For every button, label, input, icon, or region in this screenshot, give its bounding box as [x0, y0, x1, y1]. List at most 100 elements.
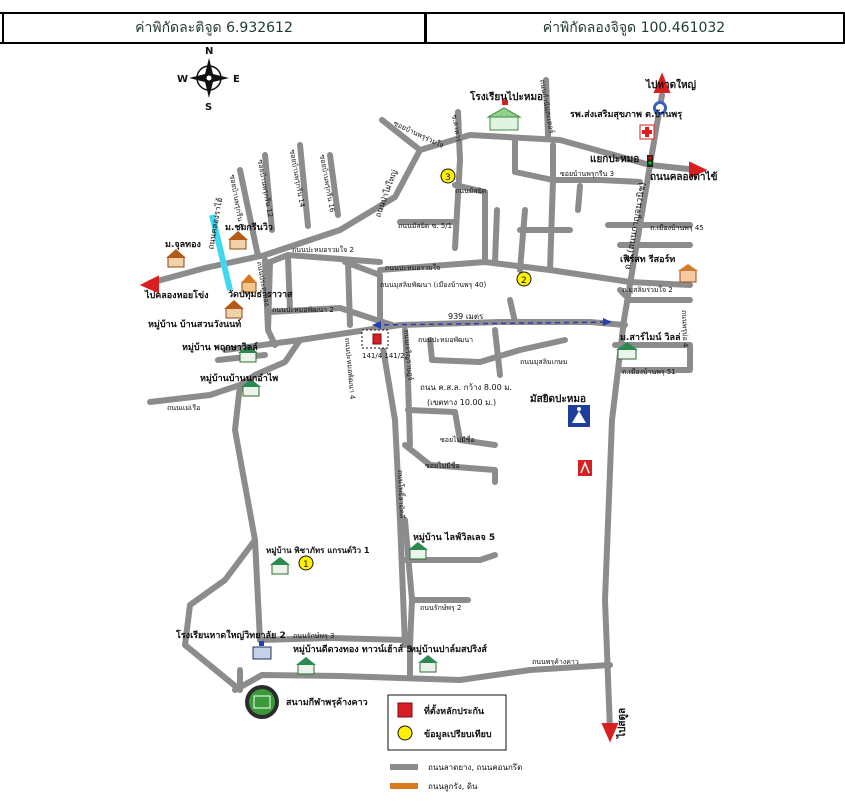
comparison-marker-1: 1: [298, 555, 314, 571]
poi-chomkrin: ม.ชมกรีนวิว: [225, 222, 273, 233]
site-marker-group[interactable]: 141/4 141/2: [361, 329, 405, 360]
poi-masjid-pramo: มัสยิดปะหมอ: [530, 393, 586, 405]
poi-ban-nuk: หมู่บ้านบ้านนกอำไพ: [200, 372, 278, 384]
poi-school-pramo: โรงเรียนไปะหมอ: [469, 90, 543, 103]
compass-south-label: S: [205, 102, 212, 113]
road-network: [147, 77, 701, 733]
highway-4-road: [602, 92, 665, 733]
legend-laterite-label: ถนนลูกรัง, ดิน: [428, 782, 478, 792]
label-mueang-45: ถ.เมืองบ้านพรุ 45: [650, 224, 704, 232]
poi-phruksa: หมู่บ้าน พฤกษาวิลล์: [182, 341, 258, 353]
comparison-marker-2: 2: [516, 271, 532, 287]
road-lahan: [452, 109, 463, 251]
road-soi-east-vertical-3: [492, 207, 500, 265]
distance-label: 939 เมตร: [448, 312, 484, 321]
distance-line: 939 เมตร: [372, 312, 612, 329]
legend-paved-label: ถนนลาดยาง, ถนนคอนกรีต: [428, 763, 522, 772]
label-ruamjai: ถนนปะหมอรวมใจ: [385, 263, 440, 272]
svg-text:3: 3: [445, 173, 451, 183]
poi-sarbmani: ม.สาร์ไมน์ วิลล่: [620, 331, 681, 343]
label-khlong-rai: ถนนคลองราไฮ้: [206, 197, 224, 250]
latitude-value: ค่าพิกัดละติจูด 6.932612: [2, 14, 427, 42]
road-pra-mo-phatthana: [427, 337, 568, 365]
school-icon: [486, 100, 522, 131]
poi-duangthong: หมู่บ้านดีดวงทอง ทาวน์เฮ้าส์ 5: [293, 643, 413, 655]
poi-wat-pathum: วัดปทุมธาราวาส: [228, 289, 293, 300]
poi-chuthong: ม.จุลทอง: [165, 240, 201, 250]
road-kamnan: [543, 77, 551, 138]
label-to-hatyai: ไปหาดใหญ่: [645, 78, 697, 91]
poi-pichit-grand: หมู่บ้าน พิชาภัทร แกรนด์วิว 1: [266, 545, 370, 556]
legend: ที่ตั้งหลักประกัน ข้อมูลเปรียบเทียบ ถนนล…: [387, 694, 522, 792]
house-icon-chomkrin: [228, 231, 248, 250]
house-icon-chuthong: [166, 249, 186, 268]
svg-text:2: 2: [521, 276, 527, 286]
road-soi-east-vertical-1: [517, 207, 528, 273]
compass-east-label: E: [233, 74, 240, 85]
label-phru-mo-4: ถนนพรุบ่อ 4: [680, 310, 689, 348]
house-icon-ban-nuk: [241, 379, 261, 397]
road-southwest-to-stadium: [232, 662, 613, 693]
road-masjid-vertical: [547, 142, 556, 273]
road-khlong-link: [507, 297, 518, 325]
poi-layer: โรงเรียนไปะหมอ รพ.ส่งเสริมสุขภาพ ต.บ้านพ…: [148, 90, 698, 719]
stadium-icon: [245, 685, 279, 719]
road-vertical-right-inner: [492, 327, 503, 378]
comparison-markers[interactable]: 1 2 3: [298, 168, 532, 571]
house-icon-duangthong: [296, 657, 316, 675]
road-soi-12: [262, 152, 275, 233]
traffic-light-icon: [647, 155, 653, 167]
label-kamnan: ถนนกำนันสะเตอร์: [538, 79, 555, 134]
site-plot-numbers: 141/4 141/2: [362, 352, 405, 360]
poi-palm-spring: หมู่บ้านปาล์มสปริงส์: [410, 643, 487, 655]
road-rak-phru-3: [257, 635, 408, 643]
label-phru-kang-khao: ถนนพรุค้างคาว: [532, 658, 579, 666]
label-ruamjai-2: ถนนปะหมอรวมใจ 2: [292, 245, 354, 254]
compass-west-label: W: [177, 74, 188, 85]
temple-icon: [241, 274, 257, 293]
label-khlong-tai: ถนนคลองตาไข้: [650, 170, 718, 183]
resort-icon: [678, 264, 698, 283]
poi-first-resort: เฟิร์สท รีสอร์ท: [620, 253, 675, 265]
label-phatthana: ถนนปะหมอพัฒนา: [418, 336, 473, 344]
label-masjid-5-1: ถนนมัสยิด ซ. 5/1: [398, 222, 452, 230]
mosque-icon: [568, 405, 590, 427]
road-vertical-center-2: [345, 259, 353, 328]
label-mueang-51: ถ.เมืองบ้านพรุ 51: [622, 368, 676, 376]
road-soi-6: [237, 167, 261, 259]
comparison-marker-3: 3: [440, 168, 456, 184]
house-icon-pichit: [270, 557, 290, 575]
road-arrows: [139, 72, 708, 743]
arrow-to-hatyai: [653, 72, 671, 93]
government-seal-icon: [653, 101, 667, 115]
house-icon-ban-suan: [224, 300, 244, 319]
road-vertical-center-3: [377, 277, 408, 648]
legend-site-swatch: [397, 702, 413, 718]
house-icon-phruksa: [238, 345, 258, 363]
legend-comparison-swatch: [397, 725, 413, 741]
poi-ban-suan: หมู่บ้าน บ้านสวนวังนนท์: [148, 318, 241, 330]
label-phatthana-4: ถนนปะหมอพัฒนา 4: [343, 337, 356, 400]
compass-north-label: N: [205, 46, 213, 57]
label-soi-12: ซอยบ้านพรุกรีน 12: [256, 159, 274, 218]
label-muslim-kasem: ถนนมุสลิมเกษม: [520, 358, 567, 366]
road-east-inner-1: [617, 287, 693, 303]
label-rak-phru-3: ถนนรักษ์พรุ 3: [293, 632, 334, 640]
house-icon-palm-spring: [418, 655, 438, 673]
label-muslim-phatthana: ถนนมุสลิมพัฒนา (เมืองบ้านพรุ 40): [380, 281, 487, 289]
label-soi-nai-rue: ถนนแม่เรือ: [167, 404, 200, 412]
compass-rose: N S W E: [177, 46, 240, 113]
svg-text:1: 1: [303, 560, 309, 570]
road-east-inner-2: [612, 342, 693, 373]
label-road-reserve: (เขตทาง 10.00 ม.): [427, 398, 496, 407]
label-soi-mai-chue-1: ซอยไม่มีชื่อ: [440, 435, 475, 444]
label-phatthana-2: ถนนปะหมอพัฒนา 2: [272, 306, 334, 314]
arrow-to-satun: [601, 723, 619, 743]
road-soi-chaeng: [402, 327, 413, 448]
road-southwest-diag: [182, 537, 258, 693]
road-pratu-muang: [265, 259, 273, 333]
arrow-to-khlong-west: [139, 275, 159, 294]
label-rak-phru-2: ถนนรักษ์พรุ 2: [420, 604, 461, 612]
gas-station-icon: [578, 460, 592, 476]
